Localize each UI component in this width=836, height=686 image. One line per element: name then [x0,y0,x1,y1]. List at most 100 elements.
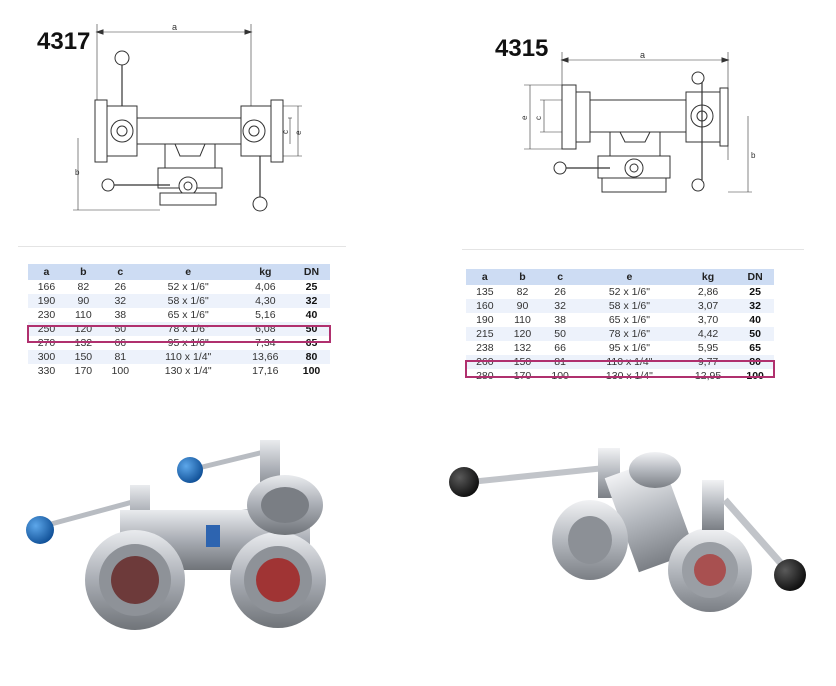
table-cell-kg: 4,06 [255,281,276,293]
table-cell-dn: 80 [736,355,774,369]
table-cell-b: 110 [75,309,92,321]
table-cell-c: 81 [541,355,579,369]
table-cell-dn: 65 [749,342,761,354]
table-cell-e: 58 x 1/6" [578,299,680,313]
table-cell-b: 82 [77,281,90,293]
col-header-dn: DN [293,264,330,280]
table-cell-kg: 7,34 [255,337,276,349]
table-cell-a: 230 [37,309,56,321]
table-cell-a: 260 [466,355,504,369]
table-cell-b: 150 [503,355,542,369]
table-cell-dn: 65 [305,337,318,349]
table-cell-e: 52 x 1/6" [167,281,209,293]
table-cell-dn: 25 [305,281,318,293]
table-cell-c: 50 [541,327,579,341]
table-cell-e: 58 x 1/6" [138,294,238,308]
table-cell-a: 135 [476,286,494,298]
table-cell-b: 82 [516,286,529,298]
highlight-row-4315 [465,360,775,378]
dim-label-c: c [281,130,290,134]
table-cell-b: 170 [74,365,93,377]
table-cell-b: 120 [503,327,542,341]
table-header-row: a b c e kg DN [28,264,330,280]
table-cell-c: 32 [541,299,579,313]
col-header-c: c [541,269,579,285]
dim-label-a: a [172,22,177,32]
table-cell-e: 130 x 1/4" [164,365,212,377]
highlight-row-4317 [27,325,331,343]
table-cell-c: 38 [114,309,127,321]
dim-label-b: b [751,151,756,160]
table-cell-a: 166 [37,281,56,293]
table-cell-a: 300 [28,350,65,364]
table-row: 238 132 66 95 x 1/6" 5,95 65 [466,341,774,355]
dim-label-c: c [534,116,543,120]
blue-handle-knob-left [26,516,54,544]
col-header-kg: kg [679,269,737,285]
table-cell-e: 95 x 1/6" [608,342,650,354]
table-cell-e: 65 x 1/6" [608,314,650,326]
table-cell-a: 190 [476,314,494,326]
table-cell-a: 330 [37,365,56,377]
table-cell-kg: 3,70 [697,314,719,326]
table-cell-a: 215 [466,327,504,341]
col-header-b: b [64,264,102,280]
table-cell-dn: 25 [749,286,761,298]
dim-label-e: e [294,130,303,135]
table-cell-b: 110 [514,314,531,326]
table-cell-kg: 5,16 [255,309,276,321]
dim-label-b: b [75,168,80,177]
table-cell-kg: 9,77 [679,355,737,369]
table-cell-a: 160 [466,299,504,313]
col-header-b: b [503,269,542,285]
model-number-4317: 4317 [37,28,91,55]
separator-left [18,246,346,247]
table-cell-c: 38 [554,314,566,326]
col-header-a: a [466,269,504,285]
separator-right [462,249,804,250]
col-header-e: e [578,269,680,285]
col-header-dn: DN [736,269,774,285]
table-cell-e: 95 x 1/6" [167,337,209,349]
table-cell-b: 132 [74,337,93,349]
table-cell-a: 238 [476,342,494,354]
technical-drawing-4315: a e c b [520,50,756,193]
table-cell-e: 78 x 1/6" [578,327,680,341]
table-cell-dn: 100 [302,365,321,377]
table-cell-c: 26 [114,281,127,293]
table-row: 166 82 26 52 x 1/6" 4,06 25 [28,280,330,294]
table-cell-dn: 40 [305,309,318,321]
table-cell-kg: 5,95 [697,342,719,354]
table-cell-b: 150 [64,350,102,364]
product-photo-4315 [449,448,806,612]
table-cell-c: 66 [114,337,127,349]
table-cell-b: 90 [503,299,542,313]
technical-drawing-4317: a e c b [73,22,303,212]
table-cell-c: 32 [101,294,139,308]
blue-handle-knob-top [177,457,203,483]
table-cell-e: 52 x 1/6" [608,286,650,298]
dim-label-a: a [640,50,645,60]
table-cell-c: 100 [111,365,130,377]
table-cell-b: 132 [513,342,532,354]
table-cell-e: 110 x 1/4" [138,350,238,364]
table-cell-kg: 4,42 [679,327,737,341]
table-cell-dn: 32 [736,299,774,313]
table-cell-c: 66 [554,342,566,354]
table-cell-e: 65 x 1/6" [167,309,209,321]
col-header-kg: kg [237,264,293,280]
table-cell-dn: 32 [293,294,330,308]
table-cell-e: 110 x 1/4" [578,355,680,369]
black-handle-knob-right [774,559,806,591]
